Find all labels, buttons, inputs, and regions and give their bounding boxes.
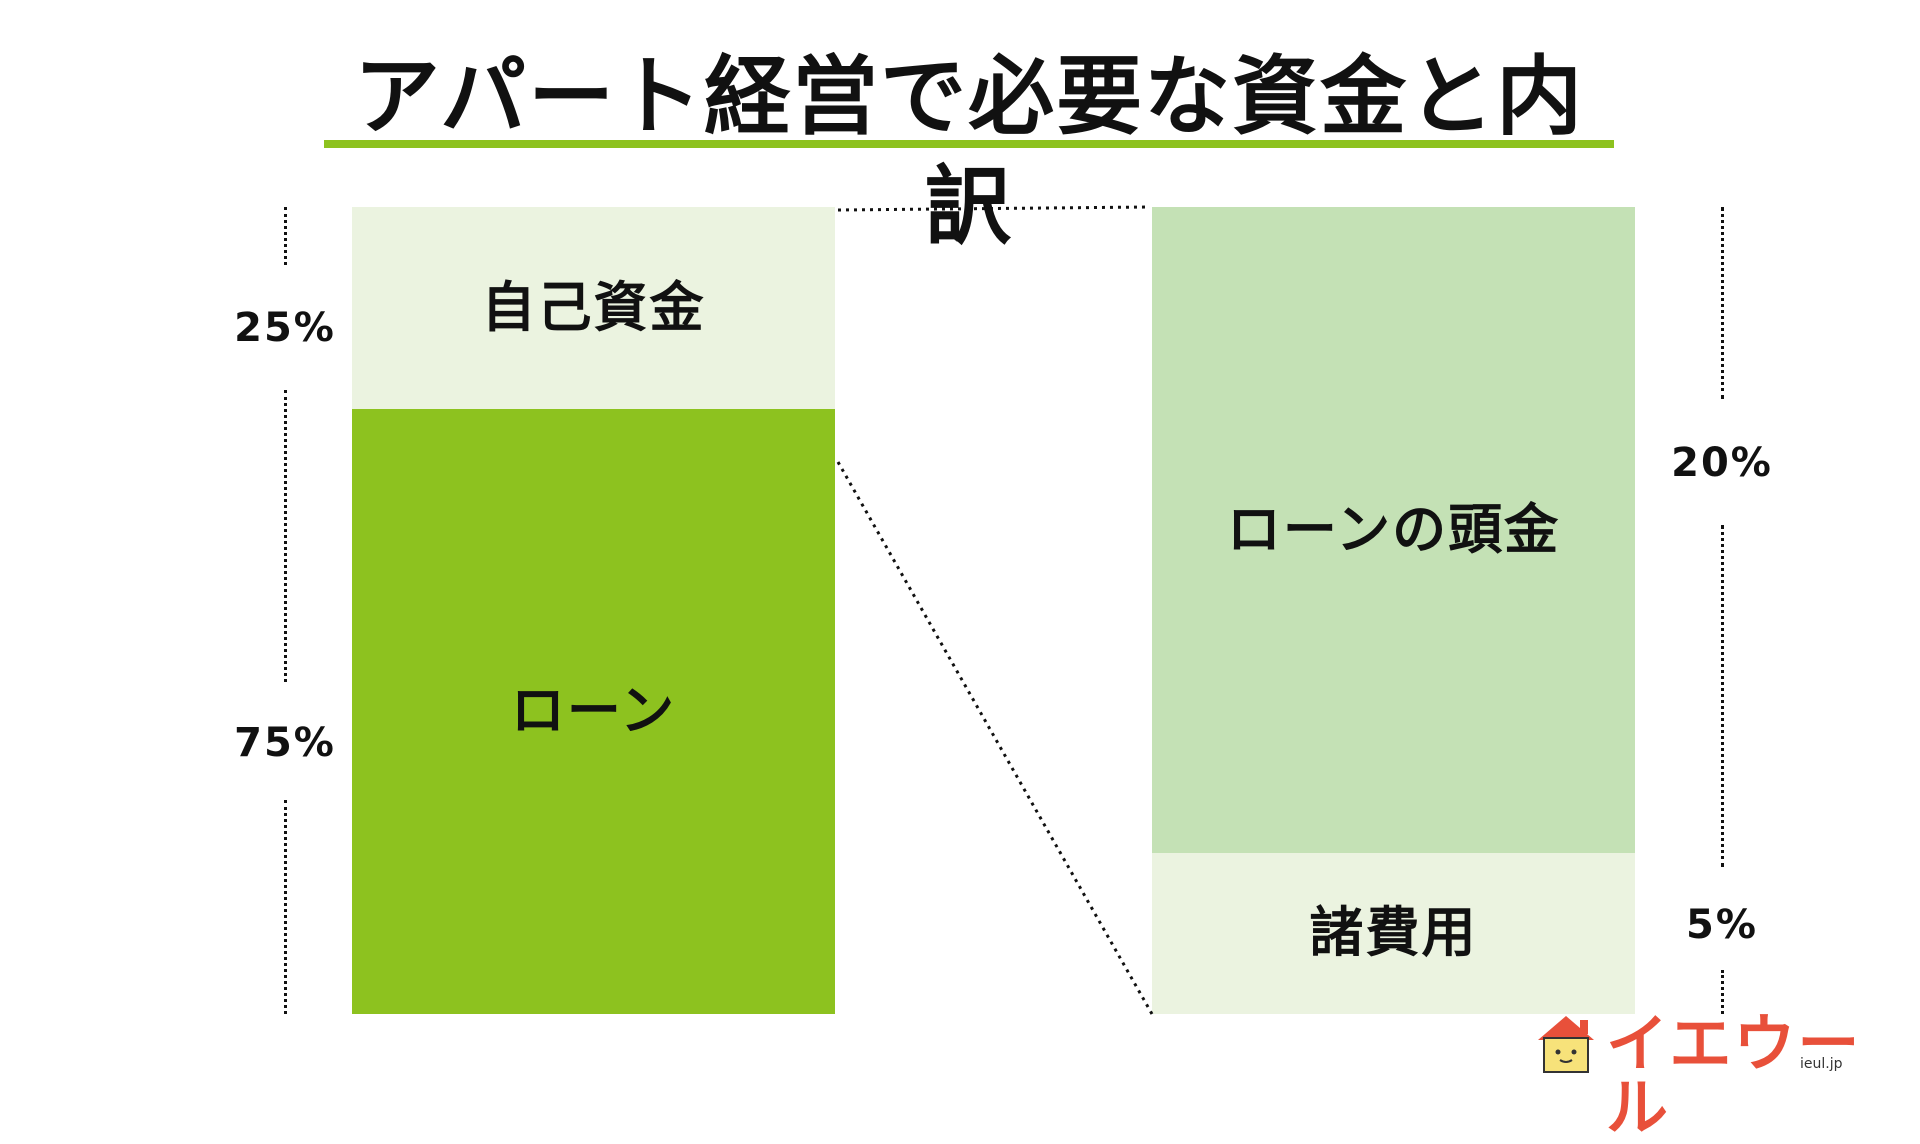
- right-bottom-dotted-line: [1721, 970, 1724, 1014]
- down-payment-percent: 20%: [1671, 440, 1773, 486]
- left-mid-upper-dotted-line: [284, 390, 287, 682]
- down-payment-label: ローンの頭金: [1226, 497, 1561, 561]
- ieul-logo: イエウール ieul.jp: [1530, 1012, 1910, 1140]
- house-mascot-icon: [1538, 1016, 1594, 1073]
- misc-costs-segment: 諸費用: [1152, 852, 1635, 1014]
- page-title: アパート経営で必要な資金と内訳: [353, 47, 1585, 257]
- connector-top-line: [837, 205, 1151, 212]
- connector-bottom-line: [836, 461, 1154, 1015]
- loan-label: ローン: [510, 679, 677, 743]
- left-bottom-dotted-line: [284, 800, 287, 1014]
- misc-costs-percent: 5%: [1686, 902, 1758, 948]
- logo-wordmark: イエウール: [1606, 1007, 1862, 1144]
- loan-segment: ローン: [352, 408, 835, 1014]
- left-top-dotted-line: [284, 207, 287, 265]
- own-funds-breakdown-bar: ローンの頭金 諸費用: [1152, 207, 1635, 1014]
- funding-bar: 自己資金 ローン: [352, 207, 835, 1014]
- right-top-dotted-line: [1721, 207, 1724, 399]
- down-payment-segment: ローンの頭金: [1152, 207, 1635, 853]
- own-funds-segment: 自己資金: [352, 207, 835, 409]
- loan-percent: 75%: [234, 720, 336, 766]
- own-funds-percent: 25%: [234, 305, 336, 351]
- right-mid-dotted-line: [1721, 525, 1724, 867]
- own-funds-label: 自己資金: [481, 275, 706, 339]
- logo-domain: ieul.jp: [1800, 1056, 1843, 1072]
- misc-costs-label: 諸費用: [1309, 901, 1478, 965]
- title-underline: [324, 140, 1614, 148]
- connector-lines: [836, 205, 1154, 1015]
